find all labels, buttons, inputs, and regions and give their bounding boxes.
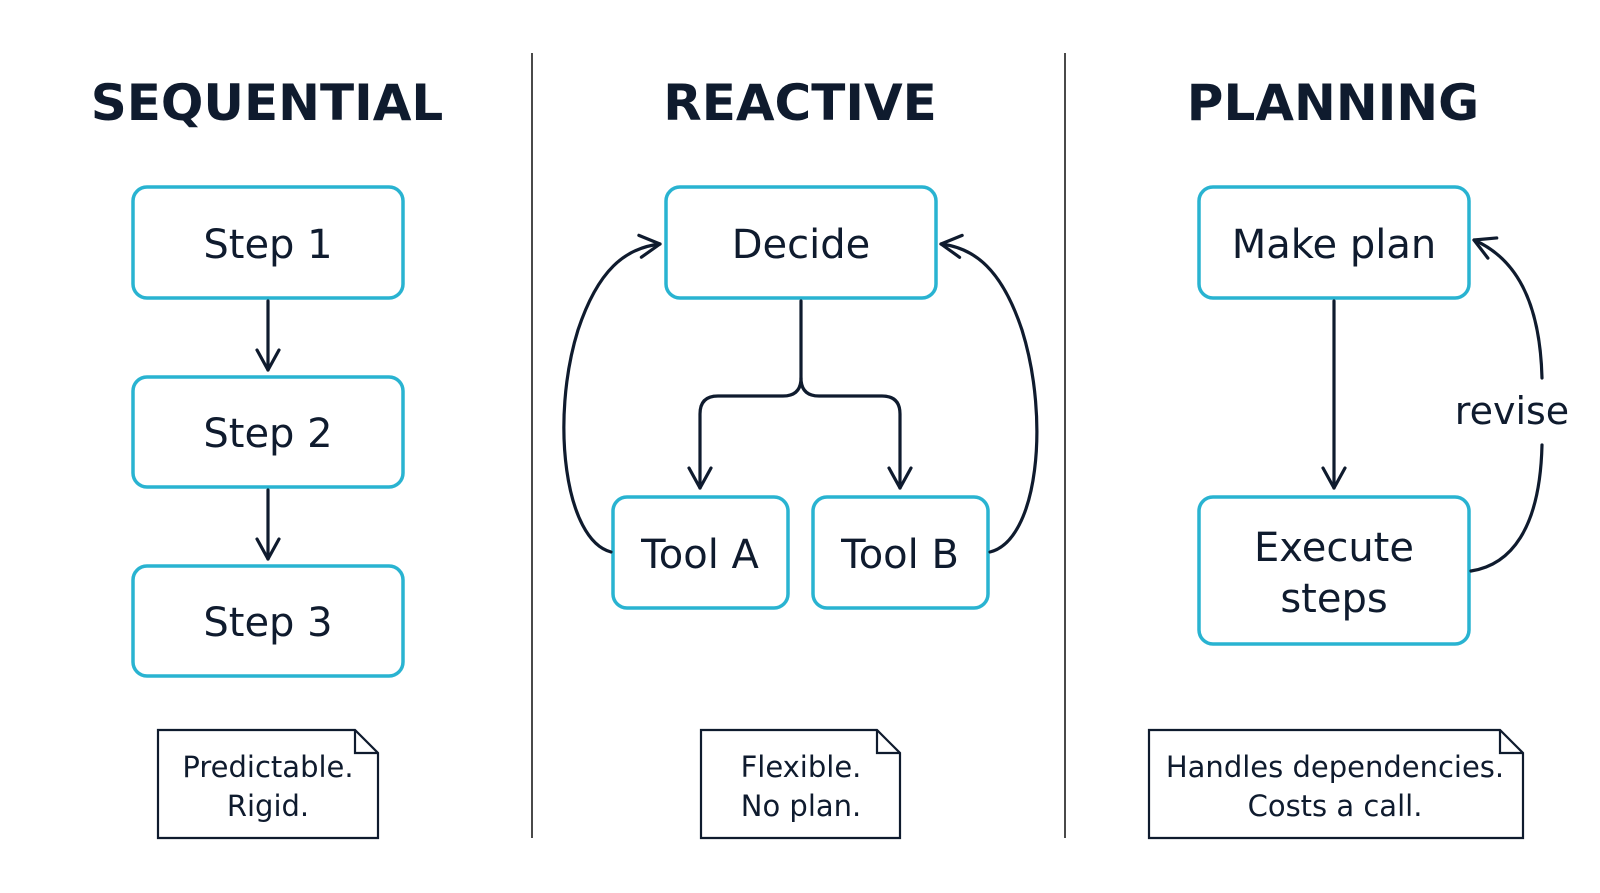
note-reactive: Flexible. No plan.: [699, 728, 902, 840]
node-execute-steps-box: [1197, 495, 1471, 646]
node-make-plan: Make plan: [1197, 185, 1471, 300]
note-sequential-box: [156, 728, 380, 840]
note-sequential-line-1: Predictable.: [182, 750, 353, 784]
node-tool-a: Tool A: [611, 495, 790, 610]
note-planning-fold: [1498, 730, 1523, 755]
node-execute-steps-label-line-2: steps: [1280, 576, 1387, 622]
note-reactive-box: [699, 728, 902, 840]
node-make-plan-box: [1197, 185, 1471, 300]
edge-decide-trunk: [687, 299, 803, 490]
edge-tool-a-back-to-decide: [562, 233, 662, 554]
edge-decide-to-tool-b: [799, 376, 913, 490]
note-sequential: Predictable. Rigid.: [156, 728, 380, 840]
node-tool-a-box: [611, 495, 790, 610]
node-step-2-box: [131, 375, 405, 489]
panel-reactive: REACTIVE Decide Tool A Tool B Flexible. …: [562, 74, 1039, 840]
note-sequential-line-2: Rigid.: [227, 789, 309, 823]
node-make-plan-label: Make plan: [1232, 222, 1436, 268]
node-step-3-box: [131, 564, 405, 678]
node-step-2: Step 2: [131, 375, 405, 489]
node-decide-box: [664, 185, 938, 300]
node-execute-steps: Execute steps: [1197, 495, 1471, 646]
node-execute-steps-label-line-1: Execute: [1254, 525, 1414, 571]
node-step-1-box: [131, 185, 405, 300]
note-planning-line-2: Costs a call.: [1248, 789, 1423, 823]
note-sequential-fold: [353, 730, 378, 755]
note-reactive-line-1: Flexible.: [741, 750, 862, 784]
note-planning-box: [1147, 728, 1525, 840]
panel-sequential: SEQUENTIAL Step 1 Step 2 Step 3 Predicta…: [91, 74, 444, 840]
panel-planning: PLANNING Make plan Execute steps revise …: [1147, 74, 1569, 840]
node-step-3: Step 3: [131, 564, 405, 678]
note-reactive-fold: [875, 730, 900, 755]
note-planning: Handles dependencies. Costs a call.: [1147, 728, 1525, 840]
node-decide: Decide: [664, 185, 938, 300]
node-step-3-label: Step 3: [203, 600, 332, 646]
note-planning-line-1: Handles dependencies.: [1166, 750, 1504, 784]
panel-title-sequential: SEQUENTIAL: [91, 74, 444, 132]
node-tool-a-label: Tool A: [640, 532, 759, 578]
edge-revise-lower: [1469, 443, 1544, 573]
panel-title-planning: PLANNING: [1187, 74, 1479, 132]
node-tool-b-box: [811, 495, 990, 610]
node-tool-b-label: Tool B: [840, 532, 959, 578]
node-decide-label: Decide: [732, 222, 871, 268]
node-tool-b: Tool B: [811, 495, 990, 610]
node-step-2-label: Step 2: [203, 411, 332, 457]
edge-revise-upper: [1472, 236, 1544, 380]
note-reactive-line-2: No plan.: [741, 789, 862, 823]
edge-tool-b-back-to-decide: [939, 233, 1039, 554]
panel-title-reactive: REACTIVE: [663, 74, 937, 132]
node-step-1: Step 1: [131, 185, 405, 300]
node-step-1-label: Step 1: [203, 222, 332, 268]
edge-revise-label: revise: [1455, 389, 1569, 433]
